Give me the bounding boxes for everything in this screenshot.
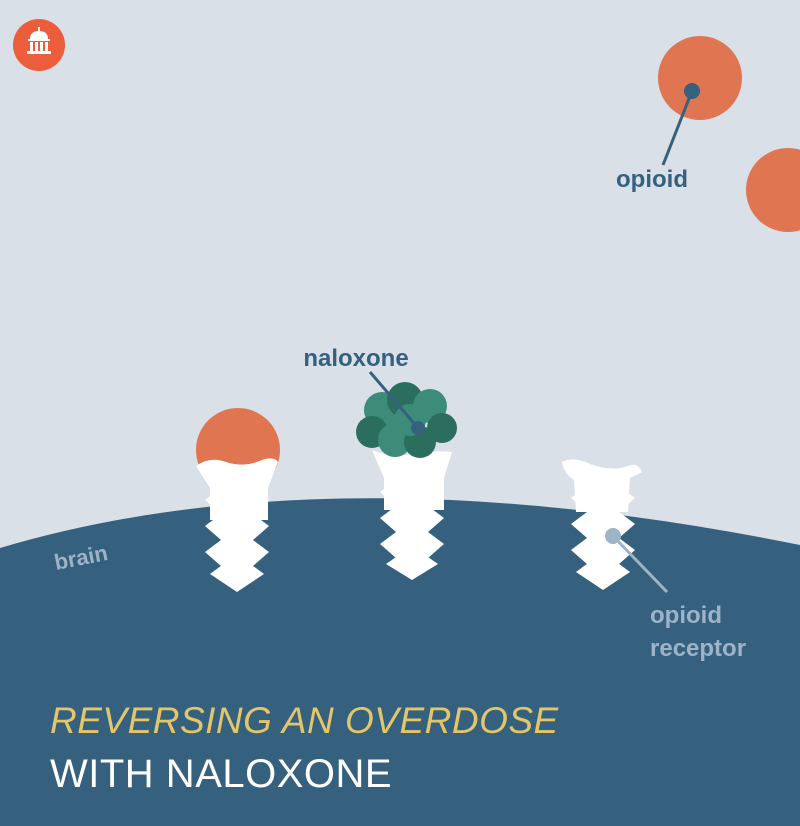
- receptor-label-line1: opioid: [650, 602, 722, 629]
- receptor-pointer-line: [611, 534, 669, 594]
- naloxone-label: naloxone: [303, 345, 408, 372]
- opioid-receptor-2: [372, 450, 452, 580]
- opioid-receptor-1: [196, 458, 278, 592]
- logo-badge: [13, 19, 65, 71]
- opioid-receptor-3: [562, 459, 642, 590]
- opioid-molecule-edge: [746, 148, 800, 232]
- receptor-label-line2: receptor: [650, 635, 746, 662]
- opioid-molecule-floating: [658, 36, 742, 120]
- opioid-pointer-dot: [684, 83, 700, 99]
- naloxone-pointer-dot: [411, 421, 425, 435]
- naloxone-pointer-line: [368, 371, 420, 429]
- naloxone-molecule: [356, 382, 457, 458]
- title-line-2: WITH NALOXONE: [50, 752, 393, 796]
- title-line-1: REVERSING AN OVERDOSE: [50, 700, 559, 741]
- receptor-pointer-dot: [605, 528, 621, 544]
- opioid-pointer-line: [661, 90, 694, 166]
- capitol-dome-icon: [27, 27, 51, 54]
- opioid-label: opioid: [616, 166, 688, 193]
